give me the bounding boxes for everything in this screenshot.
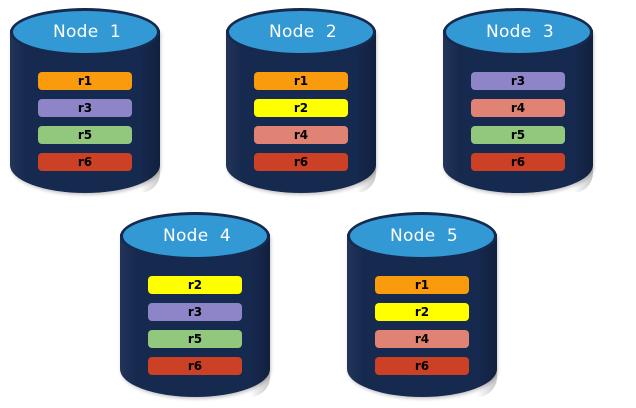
cylinder-top-ellipse: Node 5 xyxy=(347,212,497,260)
replica-bar[interactable]: r4 xyxy=(254,126,348,144)
node-label: Node 3 xyxy=(485,21,555,42)
cylinder-top-ellipse: Node 3 xyxy=(443,8,593,56)
replica-bar[interactable]: r1 xyxy=(38,72,132,90)
replica-bar[interactable]: r6 xyxy=(38,153,132,171)
replica-list: r3 r4 r5 r6 xyxy=(471,72,565,171)
replica-list: r1 r3 r5 r6 xyxy=(38,72,132,171)
database-node-1[interactable]: Node 1 r1 r3 r5 r6 xyxy=(10,8,160,193)
replica-list: r1 r2 r4 r6 xyxy=(375,276,469,375)
replica-bar[interactable]: r3 xyxy=(471,72,565,90)
replica-bar[interactable]: r3 xyxy=(38,99,132,117)
replica-bar[interactable]: r5 xyxy=(471,126,565,144)
replica-bar[interactable]: r2 xyxy=(148,276,242,294)
replica-bar[interactable]: r4 xyxy=(471,99,565,117)
replica-list: r1 r2 r4 r6 xyxy=(254,72,348,171)
cylinder-top-ellipse: Node 2 xyxy=(226,8,376,56)
database-node-4[interactable]: Node 4 r2 r3 r5 r6 xyxy=(120,212,270,397)
replica-bar[interactable]: r6 xyxy=(471,153,565,171)
node-label: Node 4 xyxy=(162,225,232,246)
replica-bar[interactable]: r6 xyxy=(254,153,348,171)
cylinder-top-ellipse: Node 4 xyxy=(120,212,270,260)
replica-bar[interactable]: r5 xyxy=(38,126,132,144)
database-node-2[interactable]: Node 2 r1 r2 r4 r6 xyxy=(226,8,376,193)
replica-bar[interactable]: r2 xyxy=(254,99,348,117)
cylinder-top-ellipse: Node 1 xyxy=(10,8,160,56)
replica-bar[interactable]: r1 xyxy=(375,276,469,294)
cylinder-body xyxy=(443,30,593,193)
database-node-3[interactable]: Node 3 r3 r4 r5 r6 xyxy=(443,8,593,193)
replica-bar[interactable]: r5 xyxy=(148,330,242,348)
replica-bar[interactable]: r3 xyxy=(148,303,242,321)
database-node-5[interactable]: Node 5 r1 r2 r4 r6 xyxy=(347,212,497,397)
node-label: Node 1 xyxy=(52,21,122,42)
replica-bar[interactable]: r6 xyxy=(375,357,469,375)
node-label: Node 2 xyxy=(268,21,338,42)
replica-list: r2 r3 r5 r6 xyxy=(148,276,242,375)
replica-bar[interactable]: r1 xyxy=(254,72,348,90)
replica-bar[interactable]: r6 xyxy=(148,357,242,375)
replica-bar[interactable]: r2 xyxy=(375,303,469,321)
replica-bar[interactable]: r4 xyxy=(375,330,469,348)
node-label: Node 5 xyxy=(389,225,459,246)
